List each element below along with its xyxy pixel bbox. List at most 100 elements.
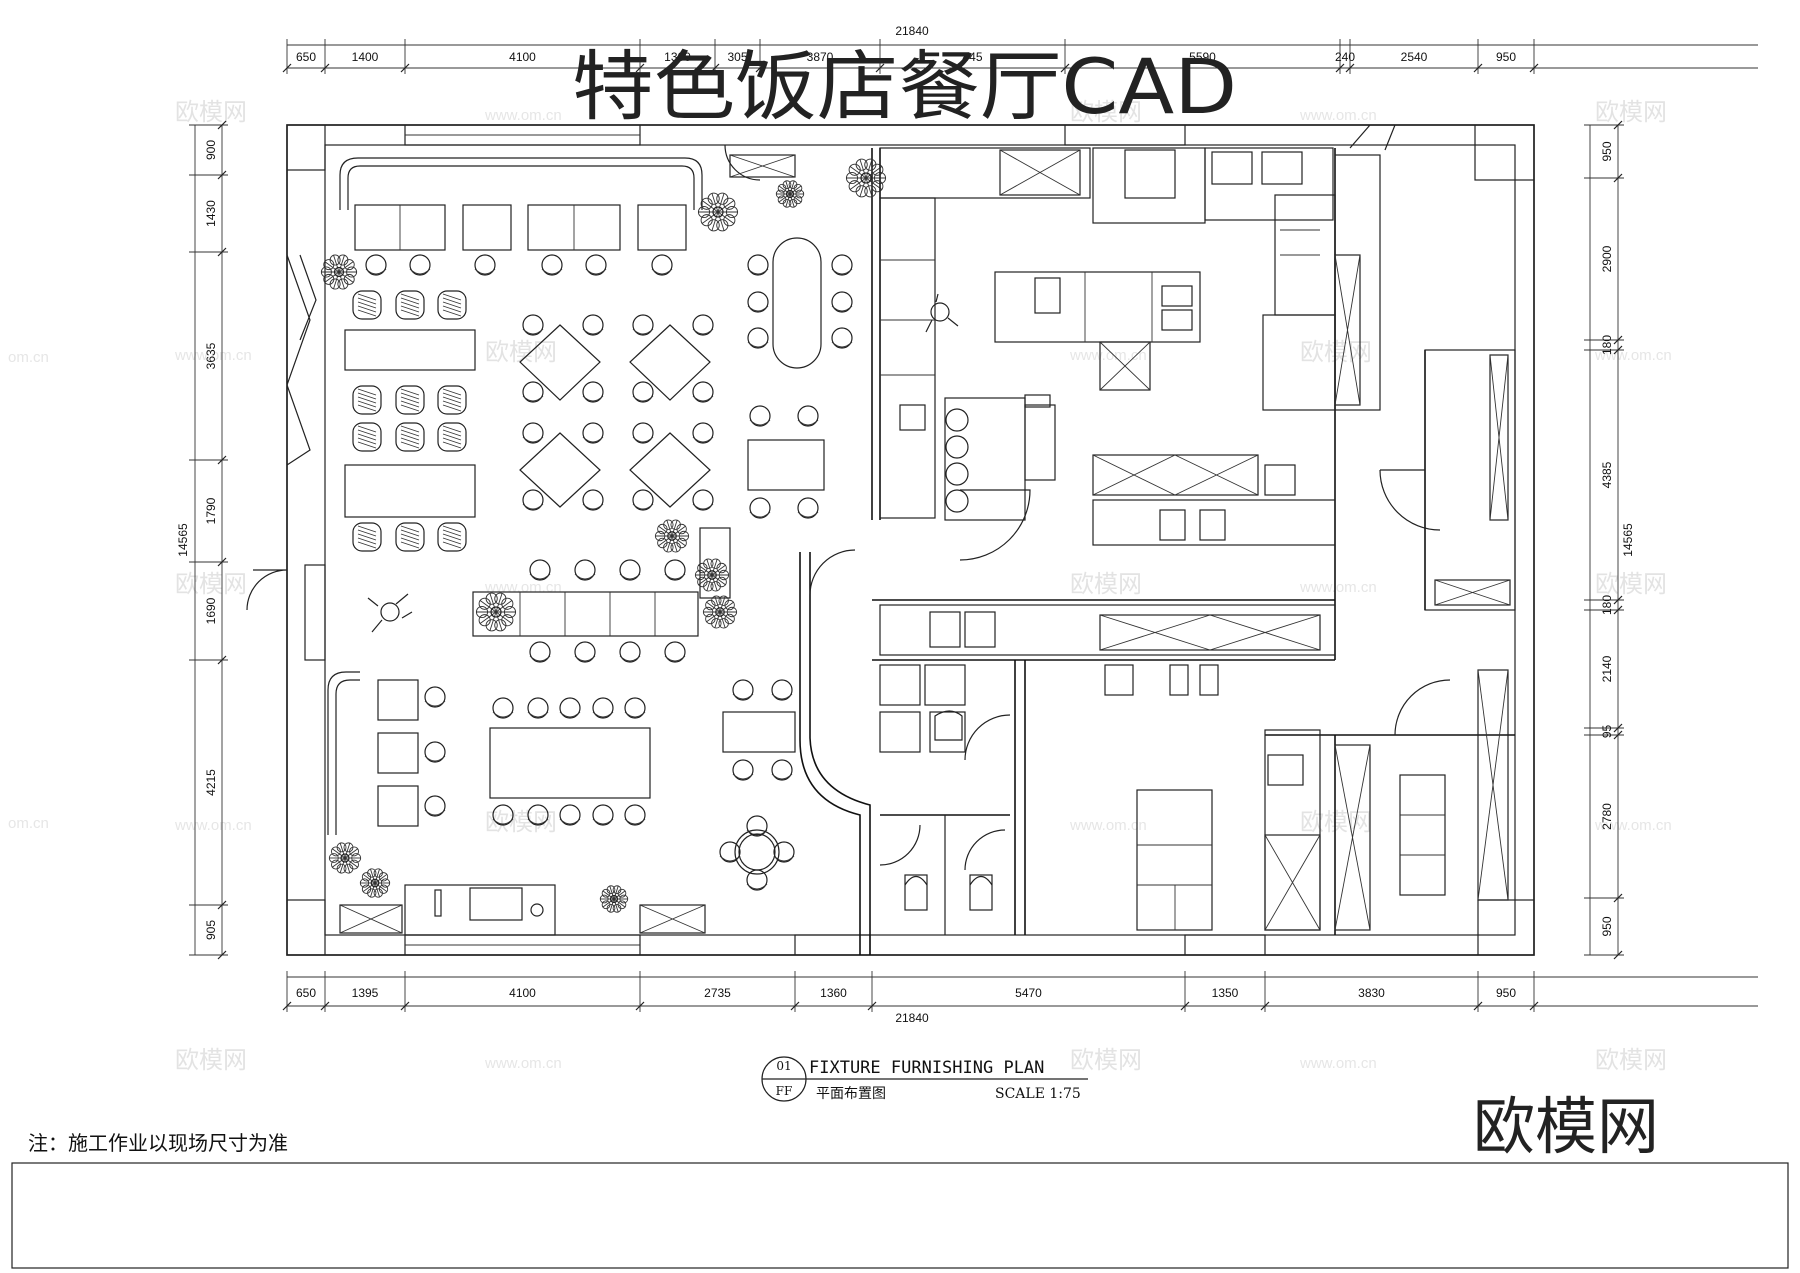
plant-icon — [475, 592, 517, 632]
chair — [474, 254, 496, 276]
top-segment: 650 — [296, 50, 316, 64]
watermark-url: www.om.cn — [1069, 347, 1147, 364]
chair — [624, 697, 646, 719]
plant-icon — [702, 595, 738, 629]
watermark-url: om.cn — [8, 815, 49, 832]
watermark-text: 欧模网 — [485, 339, 557, 366]
drawing-title: 特色饭店餐厅CAD — [572, 42, 1237, 131]
chair — [732, 679, 754, 701]
chair — [692, 422, 714, 444]
bottom-segment: 2735 — [704, 986, 731, 1000]
top-segment: 240 — [1335, 50, 1355, 64]
left-segment: 905 — [204, 920, 218, 940]
chair — [522, 489, 544, 511]
banquette-top — [339, 157, 703, 251]
left-segment: 1690 — [204, 597, 218, 624]
watermark-text: 欧模网 — [1300, 809, 1372, 836]
round-table — [734, 829, 780, 875]
watermark-url: www.om.cn — [1299, 107, 1377, 124]
right-total-dimension: 14565 — [1621, 523, 1635, 557]
right-segment: 4385 — [1600, 461, 1614, 488]
chair — [771, 759, 793, 781]
chair — [664, 641, 686, 663]
woven-armchairs — [352, 290, 467, 552]
top-total-dimension: 21840 — [895, 24, 929, 38]
watermark-url: www.om.cn — [174, 817, 252, 834]
top-segment: 950 — [1496, 50, 1516, 64]
chair — [529, 641, 551, 663]
right-segment: 2140 — [1600, 655, 1614, 682]
dining-chairs — [365, 254, 853, 891]
chair — [522, 314, 544, 336]
watermark-url: www.om.cn — [1594, 817, 1672, 834]
bottom-total-dimension: 21840 — [895, 1011, 929, 1025]
woven-armchair — [437, 385, 467, 415]
chair — [831, 291, 853, 313]
chair — [732, 759, 754, 781]
plan-label-block: 01 FF FIXTURE FURNISHING PLAN 平面布置图 SCAL… — [761, 1056, 1088, 1102]
chair — [365, 254, 387, 276]
watermark-text: 欧模网 — [175, 99, 247, 126]
woven-armchair — [352, 422, 382, 452]
watermark-url: www.om.cn — [1299, 1055, 1377, 1072]
brand-logo-text: 欧模网 — [1473, 1090, 1659, 1163]
chair — [492, 697, 514, 719]
plant-icon — [697, 192, 739, 232]
chair — [632, 489, 654, 511]
chair — [559, 697, 581, 719]
top-segment: 1400 — [352, 50, 379, 64]
oval-table — [747, 237, 825, 491]
woven-armchair — [437, 522, 467, 552]
woven-armchair — [395, 290, 425, 320]
chair — [492, 804, 514, 826]
chair — [719, 841, 741, 863]
restrooms — [879, 664, 1509, 931]
chair — [522, 422, 544, 444]
bottom-segment: 650 — [296, 986, 316, 1000]
plant-icon — [654, 519, 690, 553]
top-segment: 5590 — [1189, 50, 1216, 64]
watermark-url: www.om.cn — [1299, 579, 1377, 596]
chair — [559, 804, 581, 826]
left-segment: 1430 — [204, 200, 218, 227]
chair — [527, 804, 549, 826]
chair — [771, 679, 793, 701]
chair — [619, 559, 641, 581]
chair — [574, 641, 596, 663]
watermark-url: om.cn — [8, 349, 49, 366]
right-segment: 180 — [1600, 595, 1614, 615]
watermark-url: www.om.cn — [174, 347, 252, 364]
watermark-text: 欧模网 — [1070, 99, 1142, 126]
chair — [749, 497, 771, 519]
top-segment: 1300 — [664, 50, 691, 64]
construction-note: 注：施工作业以现场尺寸为准 — [28, 1131, 288, 1155]
chair — [831, 327, 853, 349]
chair — [749, 405, 771, 427]
chair — [619, 641, 641, 663]
left-segment: 4215 — [204, 769, 218, 796]
bottom-segment: 1395 — [352, 986, 379, 1000]
chair — [582, 381, 604, 403]
kitchen-fixtures — [879, 147, 1511, 656]
chair — [585, 254, 607, 276]
plan-title: FIXTURE FURNISHING PLAN — [809, 1058, 1044, 1078]
woven-armchair — [395, 522, 425, 552]
left-segment: 3635 — [204, 342, 218, 369]
woven-armchair — [395, 422, 425, 452]
watermark-text: 欧模网 — [1070, 571, 1142, 598]
woven-armchair — [437, 290, 467, 320]
interior-partitions — [799, 148, 1516, 955]
chair — [527, 697, 549, 719]
diamond-tables — [519, 324, 711, 508]
plant-icon — [599, 885, 629, 913]
watermark-url: www.om.cn — [484, 107, 562, 124]
right-segment: 95 — [1600, 725, 1614, 739]
chair — [522, 381, 544, 403]
top-segment: 3870 — [807, 50, 834, 64]
chair — [692, 381, 714, 403]
right-segment: 2780 — [1600, 803, 1614, 830]
woven-armchair — [352, 385, 382, 415]
